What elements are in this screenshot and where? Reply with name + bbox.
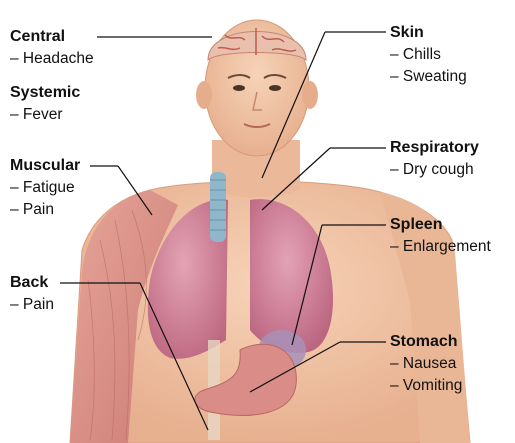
systemic-item: – Fever [10,104,80,126]
muscular-label: Muscular – Fatigue – Pain [10,155,80,221]
skin-item-chills: – Chills [390,44,467,66]
respiratory-title: Respiratory [390,137,479,159]
systemic-label: Systemic – Fever [10,82,80,126]
central-title: Central [10,26,94,48]
spleen-item: – Enlargement [390,236,491,258]
back-label: Back – Pain [10,272,54,316]
trachea [210,172,226,242]
central-item: – Headache [10,48,94,70]
stomach-item-vomiting: – Vomiting [390,375,462,397]
muscular-title: Muscular [10,155,80,177]
stomach-item-nausea: – Nausea [390,353,462,375]
muscular-item-fatigue: – Fatigue [10,177,80,199]
central-label: Central – Headache [10,26,94,70]
respiratory-label: Respiratory – Dry cough [390,137,479,181]
skin-label: Skin – Chills – Sweating [390,22,467,88]
spleen-label: Spleen – Enlargement [390,214,491,258]
spleen-title: Spleen [390,214,491,236]
stomach-title: Stomach [390,331,462,353]
skin-title: Skin [390,22,467,44]
respiratory-item: – Dry cough [390,159,479,181]
skin-item-sweating: – Sweating [390,66,467,88]
muscular-item-pain: – Pain [10,199,80,221]
systemic-title: Systemic [10,82,80,104]
back-title: Back [10,272,54,294]
stomach-label: Stomach – Nausea – Vomiting [390,331,462,397]
back-item: – Pain [10,294,54,316]
